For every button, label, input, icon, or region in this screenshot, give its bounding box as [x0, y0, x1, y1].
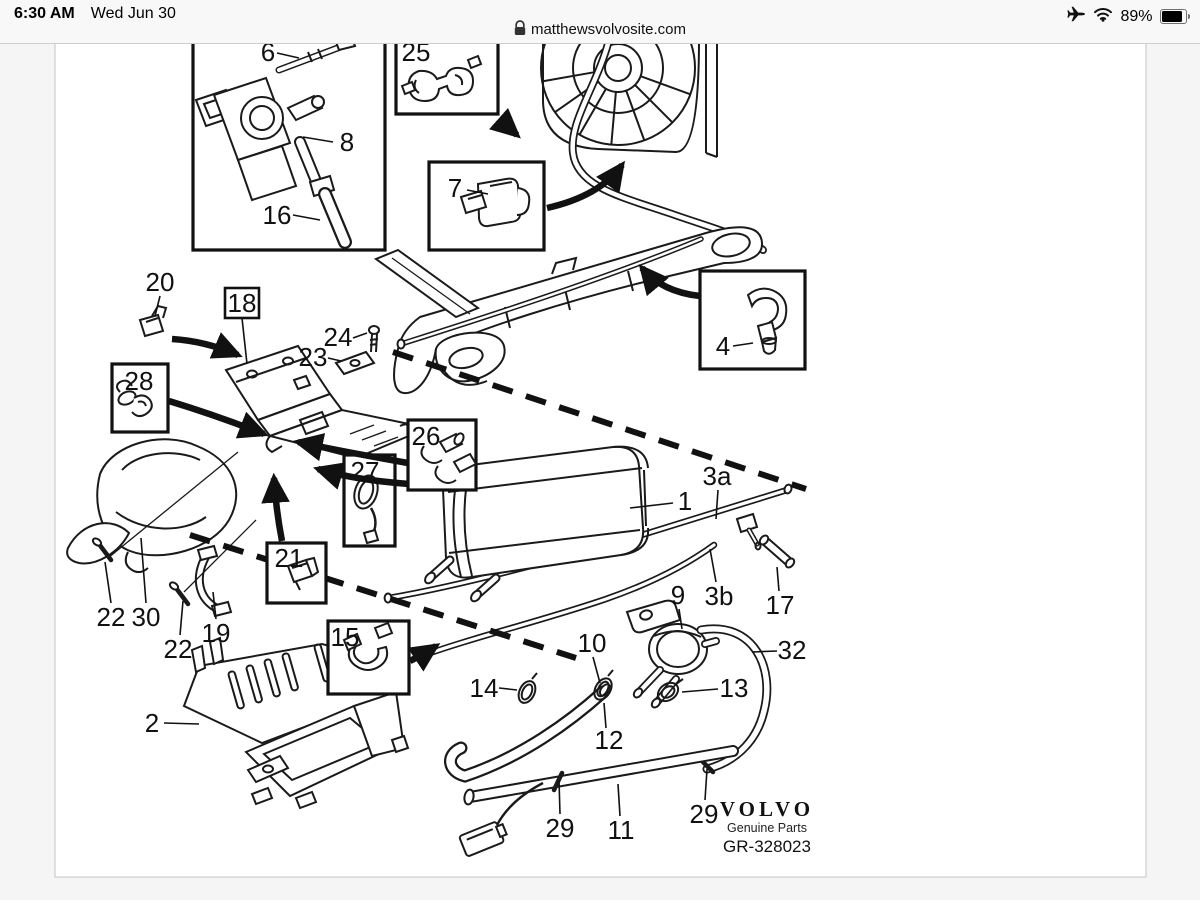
status-date: Wed Jun 30: [90, 5, 176, 22]
part-callout-8: 8: [340, 127, 354, 157]
inset-box-clip-28: [110, 362, 170, 434]
part-callout-3a: 3a: [703, 461, 732, 491]
inset-box-clip-7: [427, 160, 546, 252]
part-callout-3b: 3b: [705, 581, 734, 611]
callout-leader-14: [498, 687, 518, 691]
airplane-mode-icon: [1067, 6, 1086, 27]
callout-leader-4: [732, 342, 754, 347]
part-callout-30: 30: [132, 602, 161, 632]
part-callout-2: 2: [145, 708, 159, 738]
part-callout-11: 11: [608, 815, 635, 845]
battery-icon: [1159, 9, 1190, 24]
part-callout-6: 6: [261, 37, 275, 67]
callout-leader-8: [302, 136, 334, 143]
lock-icon: [514, 20, 531, 38]
battery-percent: 89%: [1120, 7, 1153, 25]
part-callout-29: 29: [546, 813, 575, 843]
part-callout-18: 18: [228, 288, 257, 318]
callout-leader-22: [104, 561, 112, 604]
callout-leader-32: [751, 650, 778, 653]
callout-leader-3a: [715, 489, 719, 520]
part-callout-27: 27: [351, 456, 380, 486]
brand-block: VOLVO Genuine Parts GR-328023: [720, 797, 814, 856]
callout-leader-24: [352, 332, 368, 339]
part-callout-9: 9: [671, 580, 685, 610]
part-callout-20: 20: [146, 267, 175, 297]
part-callout-25: 25: [402, 37, 431, 67]
part-callout-17: 17: [766, 590, 795, 620]
wifi-icon: [1093, 7, 1113, 27]
part-callout-14: 14: [470, 673, 499, 703]
callout-leader-17: [776, 566, 780, 592]
part-callout-21: 21: [275, 543, 304, 573]
part-callout-16: 16: [263, 200, 292, 230]
site-url: matthewsvolvosite.com: [530, 21, 687, 38]
callout-leader-18: [241, 317, 248, 365]
dashed-locator-line: [392, 349, 807, 492]
brand-tagline: Genuine Parts: [727, 821, 807, 835]
url-bar[interactable]: matthewsvolvosite.com: [0, 20, 1200, 38]
inset-box-clip-4: [698, 269, 807, 371]
pointer-arrows: [168, 107, 701, 672]
part-callout-19: 19: [202, 618, 231, 648]
callout-leader-10: [592, 656, 601, 684]
part-callout-4: 4: [716, 331, 730, 361]
callout-leader-3b: [709, 548, 717, 583]
connector: [458, 821, 508, 857]
status-time: 6:30 AM: [14, 5, 75, 22]
subframe-crossmember: [373, 226, 764, 395]
carbon-canister: [424, 445, 650, 603]
inset-box-clamp-25: [394, 43, 500, 116]
callout-leader-20: [154, 295, 161, 317]
purge-valve: [625, 599, 720, 709]
callout-leader-13: [681, 688, 719, 693]
battery-fill: [1161, 11, 1182, 22]
callout-leader-29: [558, 779, 561, 815]
callout-leader-19: [212, 591, 217, 620]
callout-leader-16: [292, 214, 321, 221]
vent-hose-assembly: [458, 745, 739, 857]
part-callout-12: 12: [595, 725, 624, 755]
inset-box-clips-26: [406, 418, 478, 492]
part-callout-13: 13: [720, 673, 749, 703]
part-callout-22: 22: [97, 602, 126, 632]
callout-leader-2: [163, 722, 200, 725]
radiator-fan-shroud: [540, 43, 718, 158]
part-callout-32: 32: [778, 635, 807, 665]
part-callout-26: 26: [412, 421, 441, 451]
callout-leader-7: [466, 189, 489, 195]
part-callout-22: 22: [164, 634, 193, 664]
callout-leader-6: [276, 52, 300, 59]
callout-leader-1: [629, 502, 674, 509]
callout-leader-30: [140, 537, 147, 604]
part-callout-10: 10: [578, 628, 607, 658]
inset-box-clip-21: [265, 541, 328, 605]
part-callout-7: 7: [448, 173, 462, 203]
callout-leader-12: [603, 702, 607, 729]
callout-leader-23: [327, 357, 342, 362]
elbow-hose: [444, 669, 614, 783]
part-callout-23: 23: [299, 342, 328, 372]
fasteners: [91, 304, 380, 607]
callout-leader-29: [704, 768, 708, 801]
callout-box-18: [223, 286, 261, 320]
part-callout-28: 28: [125, 366, 154, 396]
part-callout-1: 1: [678, 486, 692, 516]
status-left: 6:30 AM Wed Jun 30: [14, 5, 176, 23]
part-callout-29: 29: [690, 799, 719, 829]
callout-leader-22: [179, 600, 184, 636]
part-callout-15: 15: [331, 622, 360, 652]
callout-leader-9: [678, 608, 683, 630]
callout-leader-11: [617, 783, 621, 817]
part-callout-24: 24: [324, 322, 353, 352]
status-right: 89%: [1067, 6, 1190, 27]
drawing-number: GR-328023: [723, 837, 811, 856]
inset-box-clamp-15: [326, 619, 411, 696]
brand-logo: VOLVO: [720, 797, 814, 821]
inset-box-purge-valve: [191, 43, 387, 252]
